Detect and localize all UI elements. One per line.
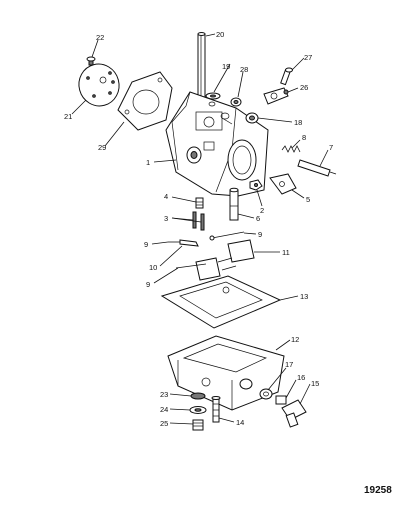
- callout-9-upper: 9: [258, 230, 262, 239]
- callout-28: 28: [240, 65, 248, 74]
- part-jet: [195, 197, 204, 209]
- part-plug-25: [192, 419, 204, 431]
- part-seal: [230, 97, 242, 107]
- part-throttle-lever: [263, 87, 289, 105]
- part-mixture-needle: [297, 159, 337, 177]
- callout-22: 22: [96, 33, 104, 42]
- callout-1: 1: [146, 158, 150, 167]
- callout-8: 8: [302, 133, 306, 142]
- callout-13: 13: [300, 292, 308, 301]
- callout-7: 7: [329, 143, 333, 152]
- callout-4: 4: [164, 192, 168, 201]
- part-float-bowl: [167, 335, 285, 411]
- part-cover-plate: [78, 63, 120, 107]
- part-float: [195, 239, 255, 281]
- part-float-pin-lower: [175, 263, 207, 269]
- callout-10: 10: [149, 263, 157, 272]
- part-fitting-gasket: [259, 388, 273, 400]
- callout-17: 17: [285, 360, 293, 369]
- part-bowl-gasket: [160, 275, 282, 329]
- part-cover-screw: [86, 56, 96, 66]
- part-carburetor-body: [165, 91, 269, 197]
- part-drain-screw: [211, 396, 221, 423]
- part-washer-24: [189, 406, 207, 414]
- part-small-fitting: [275, 395, 287, 405]
- callout-14: 14: [236, 418, 244, 427]
- leader-lines: [71, 33, 329, 425]
- callout-11: 11: [282, 248, 290, 257]
- part-nozzle: [229, 187, 239, 221]
- figure-number: 19258: [364, 485, 392, 496]
- callout-9-left: 9: [144, 240, 148, 249]
- callout-19: 19: [222, 62, 230, 71]
- callout-29: 29: [98, 143, 106, 152]
- callout-3: 3: [164, 214, 168, 223]
- callout-2: 2: [260, 206, 264, 215]
- part-throttle-shaft: [197, 32, 206, 99]
- callout-21: 21: [64, 112, 72, 121]
- callout-6: 6: [256, 214, 260, 223]
- part-cover-gasket: [117, 71, 173, 131]
- callout-labels: 20 19 28 22 21 29 1 18 26 27 8 7 5 2 6 4…: [64, 30, 392, 496]
- callout-23: 23: [160, 390, 168, 399]
- callout-9-lower: 9: [146, 280, 150, 289]
- part-shaft-washer: [205, 92, 221, 100]
- callout-26: 26: [300, 83, 308, 92]
- part-screw-23: [190, 392, 206, 400]
- part-float-pin-upper: [209, 231, 245, 241]
- callout-5: 5: [306, 195, 310, 204]
- callout-20: 20: [216, 30, 224, 39]
- callout-25: 25: [160, 419, 168, 428]
- part-spring: [281, 145, 301, 153]
- callout-15: 15: [311, 379, 319, 388]
- part-lever-screw: [280, 67, 293, 86]
- part-inlet-needle: [179, 239, 199, 247]
- callout-12: 12: [291, 335, 299, 344]
- part-nut: [249, 179, 263, 191]
- part-fuel-fitting: [281, 399, 307, 428]
- callout-24: 24: [160, 405, 168, 414]
- part-cap: [245, 112, 259, 124]
- callout-27: 27: [304, 53, 312, 62]
- part-bracket: [269, 173, 297, 195]
- callout-16: 16: [297, 373, 305, 382]
- callout-18: 18: [294, 118, 302, 127]
